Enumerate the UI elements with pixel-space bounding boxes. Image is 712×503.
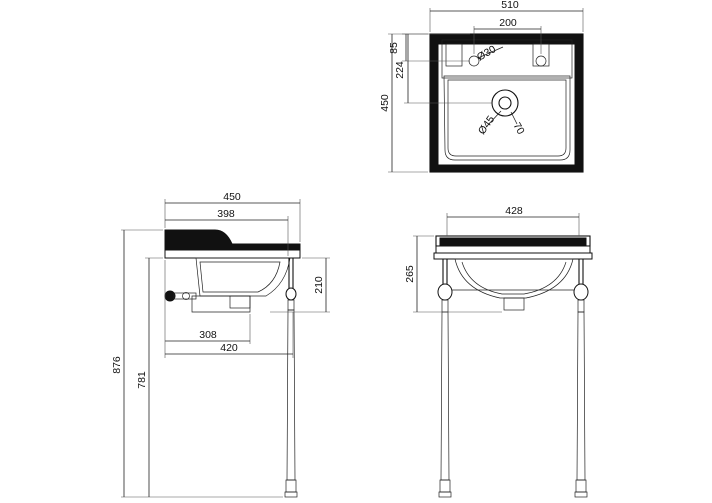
plan-tap-offset-label: 85 bbox=[388, 42, 400, 54]
plan-depth-label: 450 bbox=[379, 94, 391, 112]
side-leg-knuckle bbox=[285, 287, 297, 301]
plan-width-label: 510 bbox=[501, 0, 519, 11]
plan-waste-offset-label: 224 bbox=[394, 61, 406, 79]
side-waste bbox=[229, 295, 251, 309]
front-bowl bbox=[454, 258, 574, 299]
side-top-depth-label: 398 bbox=[217, 208, 235, 220]
plan-waste-hole bbox=[498, 96, 512, 110]
front-leg-right bbox=[576, 311, 586, 481]
plan-view: 510 200 450 85 224 Ø30 Ø45 70 bbox=[379, 0, 584, 173]
plan-bowl bbox=[443, 75, 571, 161]
plan-tap-hole-right bbox=[535, 55, 547, 67]
side-view: 450 398 210 308 420 876 781 bbox=[111, 191, 330, 498]
front-inner-width-label: 428 bbox=[505, 205, 523, 217]
side-wall-bracket bbox=[164, 290, 176, 302]
front-leg-knuckle-left bbox=[437, 283, 453, 301]
plan-waste-ring-label: 70 bbox=[510, 120, 526, 136]
side-overall-height-label: 876 bbox=[111, 356, 123, 374]
front-view: 428 265 bbox=[404, 205, 593, 498]
side-depth-label: 450 bbox=[223, 191, 241, 203]
side-leg bbox=[286, 309, 296, 481]
front-waste bbox=[503, 297, 525, 311]
side-trap-pipe bbox=[191, 295, 251, 313]
side-leg-depth-label: 420 bbox=[220, 342, 238, 354]
side-trap-depth-label: 308 bbox=[199, 329, 217, 341]
front-leg-left bbox=[440, 311, 450, 481]
front-leg-knuckle-right bbox=[573, 283, 589, 301]
side-rim-height-label: 781 bbox=[136, 371, 148, 389]
side-bowl-height-label: 210 bbox=[313, 276, 325, 294]
plan-tap-spacing-label: 200 bbox=[499, 17, 517, 29]
side-bowl bbox=[195, 257, 291, 297]
front-frame-height-label: 265 bbox=[404, 265, 416, 283]
plan-tap-ledge-left bbox=[445, 43, 463, 67]
